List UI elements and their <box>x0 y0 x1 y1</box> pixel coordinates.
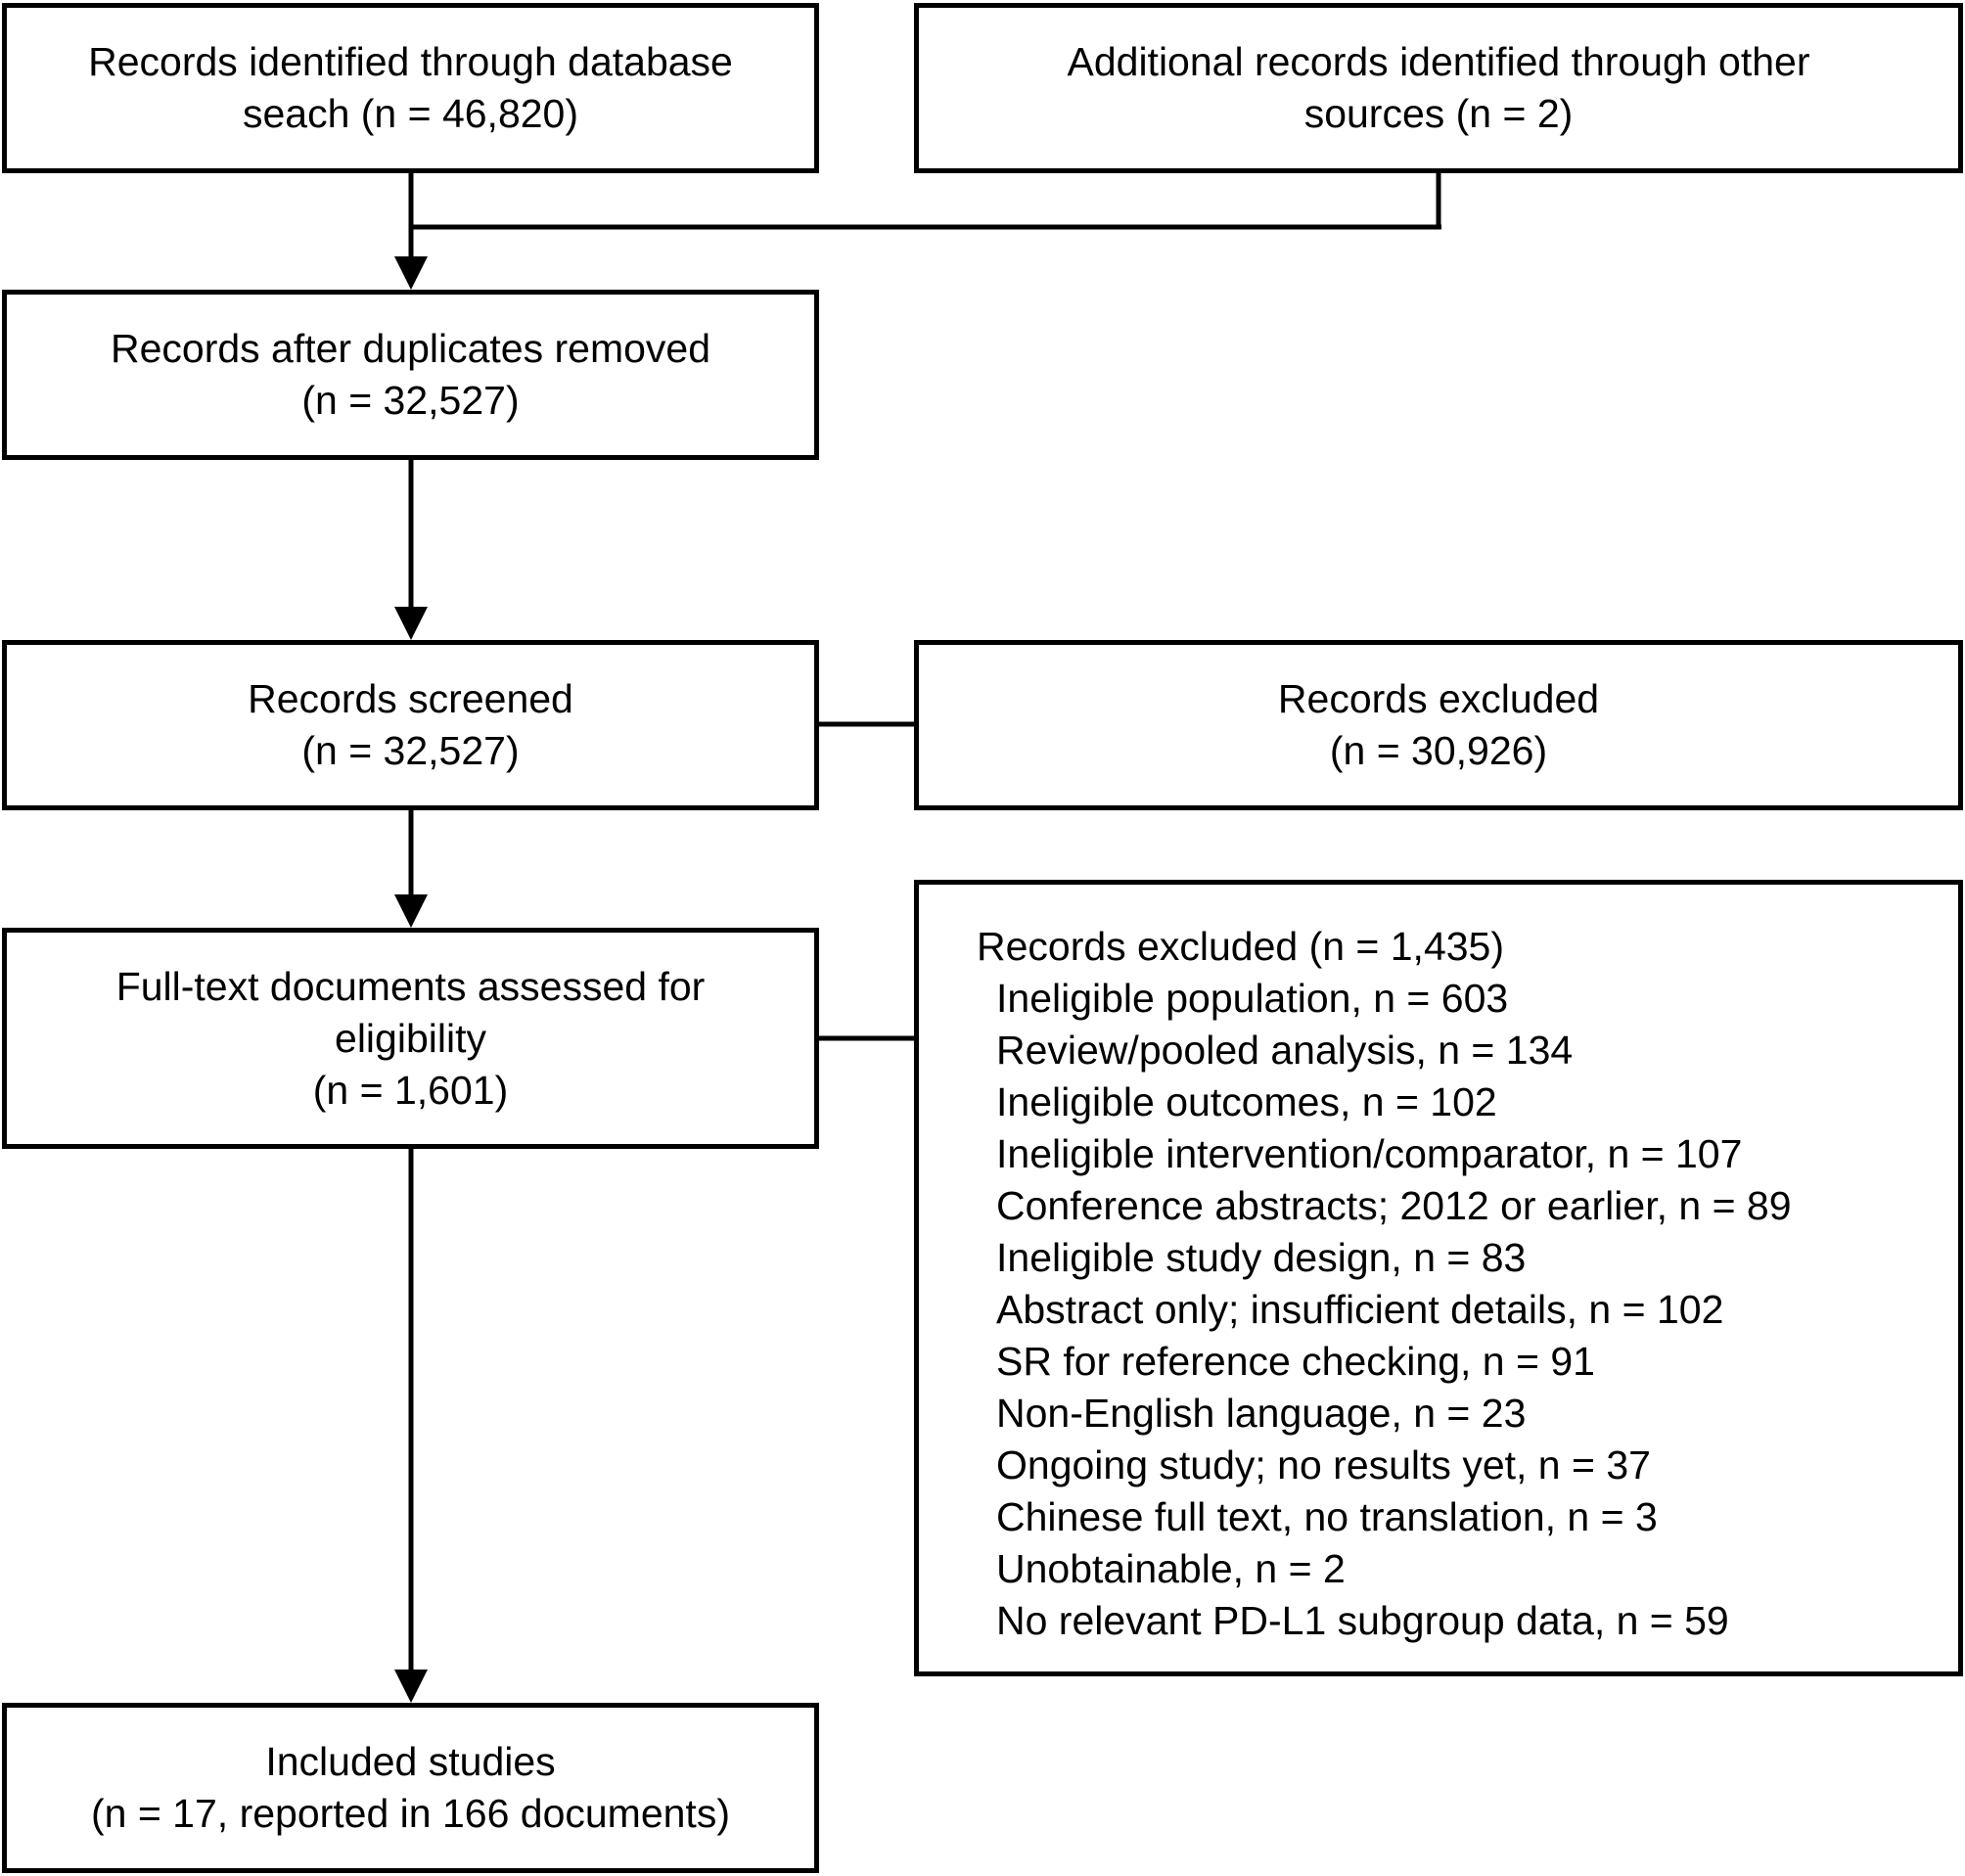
exclusion-heading: Records excluded (n = 1,435) <box>977 924 1505 969</box>
arrowhead-to-duplicates <box>394 256 428 290</box>
records-excluded-screening-line1: Records excluded <box>1277 676 1600 721</box>
exclusion-reason: Abstract only; insufficient details, n =… <box>996 1287 1724 1332</box>
duplicates-removed-line2: (n = 32,527) <box>301 378 520 423</box>
exclusion-reason: Chinese full text, no translation, n = 3 <box>996 1494 1658 1539</box>
exclusion-reason: Non-English language, n = 23 <box>996 1391 1527 1436</box>
additional-records-line1: Additional records identified through ot… <box>1067 39 1810 84</box>
arrowhead-to-screened <box>394 607 428 640</box>
full-text-assessed-line3: (n = 1,601) <box>312 1067 509 1113</box>
exclusion-reason: Ineligible population, n = 603 <box>996 976 1509 1021</box>
exclusion-reason: Unobtainable, n = 2 <box>996 1546 1346 1591</box>
records-identified-database-line2: seach (n = 46,820) <box>242 91 579 136</box>
additional-records-line2: sources (n = 2) <box>1303 91 1574 136</box>
arrowhead-to-included <box>394 1670 428 1703</box>
exclusion-reason: Conference abstracts; 2012 or earlier, n… <box>996 1183 1792 1228</box>
included-studies-line2: (n = 17, reported in 166 documents) <box>91 1791 730 1836</box>
records-excluded-screening-box: Records excluded (n = 30,926) <box>914 640 1963 810</box>
exclusion-reason: No relevant PD-L1 subgroup data, n = 59 <box>996 1598 1729 1643</box>
records-identified-database-line1: Records identified through database <box>88 39 733 84</box>
records-screened-line1: Records screened <box>248 676 573 721</box>
records-excluded-screening-line2: (n = 30,926) <box>1329 728 1548 773</box>
arrowhead-to-fulltext <box>394 894 428 928</box>
exclusion-reason: Ineligible outcomes, n = 102 <box>996 1079 1497 1124</box>
duplicates-removed-line1: Records after duplicates removed <box>110 326 711 371</box>
records-identified-database-box: Records identified through database seac… <box>2 3 819 173</box>
records-excluded-full-text-box: Records excluded (n = 1,435) Ineligible … <box>914 880 1963 1676</box>
exclusion-reason: Ineligible intervention/comparator, n = … <box>996 1131 1743 1176</box>
records-screened-box: Records screened (n = 32,527) <box>2 640 819 810</box>
records-screened-line2: (n = 32,527) <box>301 728 520 773</box>
exclusion-reason: Ongoing study; no results yet, n = 37 <box>996 1442 1651 1487</box>
exclusion-reason: Ineligible study design, n = 83 <box>996 1235 1527 1280</box>
full-text-assessed-line2: eligibility <box>335 1015 486 1061</box>
additional-records-box: Additional records identified through ot… <box>914 3 1963 173</box>
duplicates-removed-box: Records after duplicates removed (n = 32… <box>2 290 819 460</box>
included-studies-line1: Included studies <box>265 1739 556 1784</box>
exclusion-reason: SR for reference checking, n = 91 <box>996 1339 1595 1384</box>
included-studies-box: Included studies (n = 17, reported in 16… <box>2 1703 819 1873</box>
exclusion-reason: Review/pooled analysis, n = 134 <box>996 1028 1574 1073</box>
full-text-assessed-line1: Full-text documents assessed for <box>115 963 706 1009</box>
full-text-assessed-box: Full-text documents assessed for eligibi… <box>2 928 819 1149</box>
